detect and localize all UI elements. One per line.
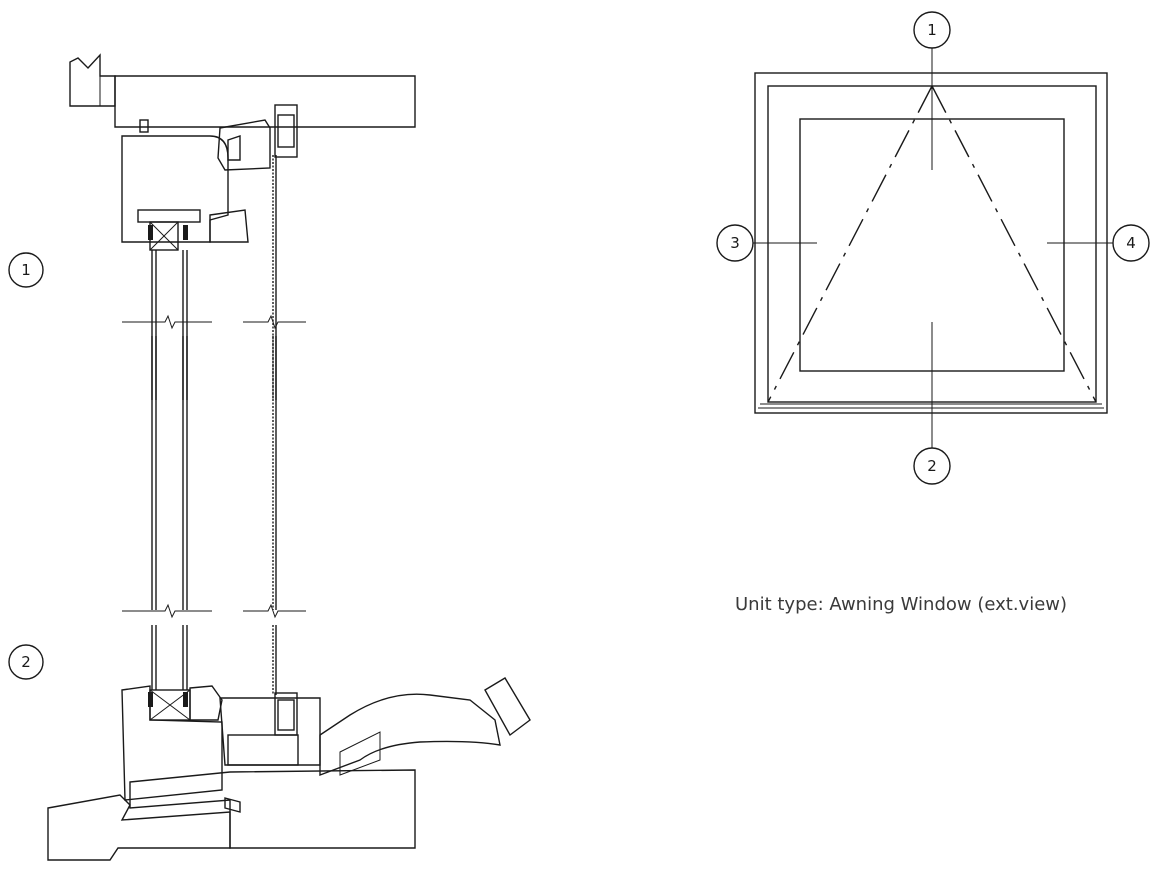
break-line bbox=[243, 314, 306, 330]
elevation-marker-right: 4 bbox=[1112, 224, 1150, 262]
elevation-marker-left: 3 bbox=[716, 224, 754, 262]
svg-text:4: 4 bbox=[1126, 234, 1136, 252]
break-line bbox=[122, 603, 212, 619]
break-line bbox=[243, 603, 306, 619]
operator-handle bbox=[319, 693, 501, 777]
head-beam bbox=[114, 75, 416, 128]
top-sash-frame bbox=[121, 135, 229, 243]
section-marker-bottom: 2 bbox=[8, 644, 44, 680]
elevation-marker-bottom: 2 bbox=[913, 447, 951, 485]
section-detail: 1 2 bbox=[8, 53, 531, 861]
opening-line-right bbox=[931, 85, 1097, 403]
opening-line-left bbox=[767, 85, 933, 403]
head-trim bbox=[69, 53, 116, 107]
svg-text:1: 1 bbox=[927, 21, 937, 39]
sill bbox=[129, 769, 416, 849]
svg-text:2: 2 bbox=[21, 653, 31, 671]
svg-text:3: 3 bbox=[730, 234, 740, 252]
elevation-marker-top: 1 bbox=[913, 11, 951, 49]
break-line bbox=[122, 314, 212, 330]
elevation-view: 1 2 3 4 bbox=[716, 11, 1150, 485]
svg-text:2: 2 bbox=[927, 457, 937, 475]
svg-text:1: 1 bbox=[21, 261, 31, 279]
sub-sill bbox=[47, 794, 231, 861]
section-marker-top: 1 bbox=[8, 252, 44, 288]
unit-type-caption: Unit type: Awning Window (ext.view) bbox=[735, 594, 1068, 615]
